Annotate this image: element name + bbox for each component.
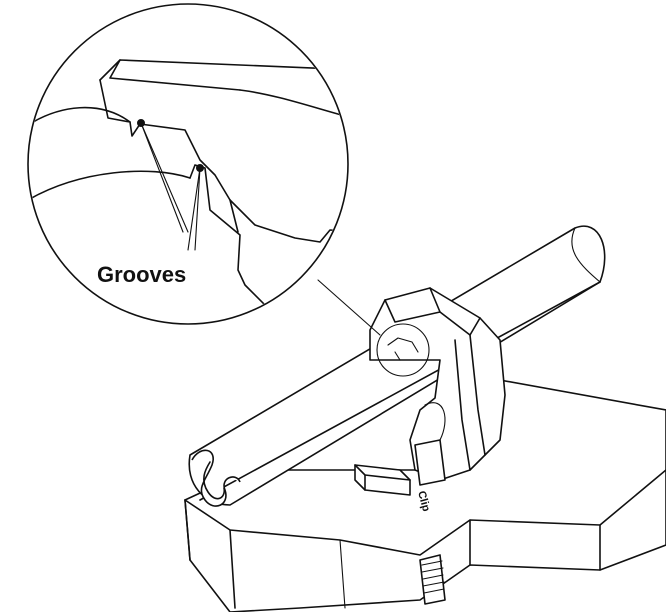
groove-marker-2 bbox=[196, 164, 204, 172]
pipe-clip bbox=[354, 287, 506, 605]
clip-label: Clip bbox=[415, 490, 432, 513]
magnified-detail: Grooves bbox=[27, 3, 349, 325]
groove-marker-1 bbox=[137, 119, 145, 127]
mounting-base bbox=[184, 379, 666, 612]
grooves-label: Grooves bbox=[97, 262, 186, 287]
pipe bbox=[188, 225, 606, 507]
leader-line bbox=[317, 279, 381, 336]
